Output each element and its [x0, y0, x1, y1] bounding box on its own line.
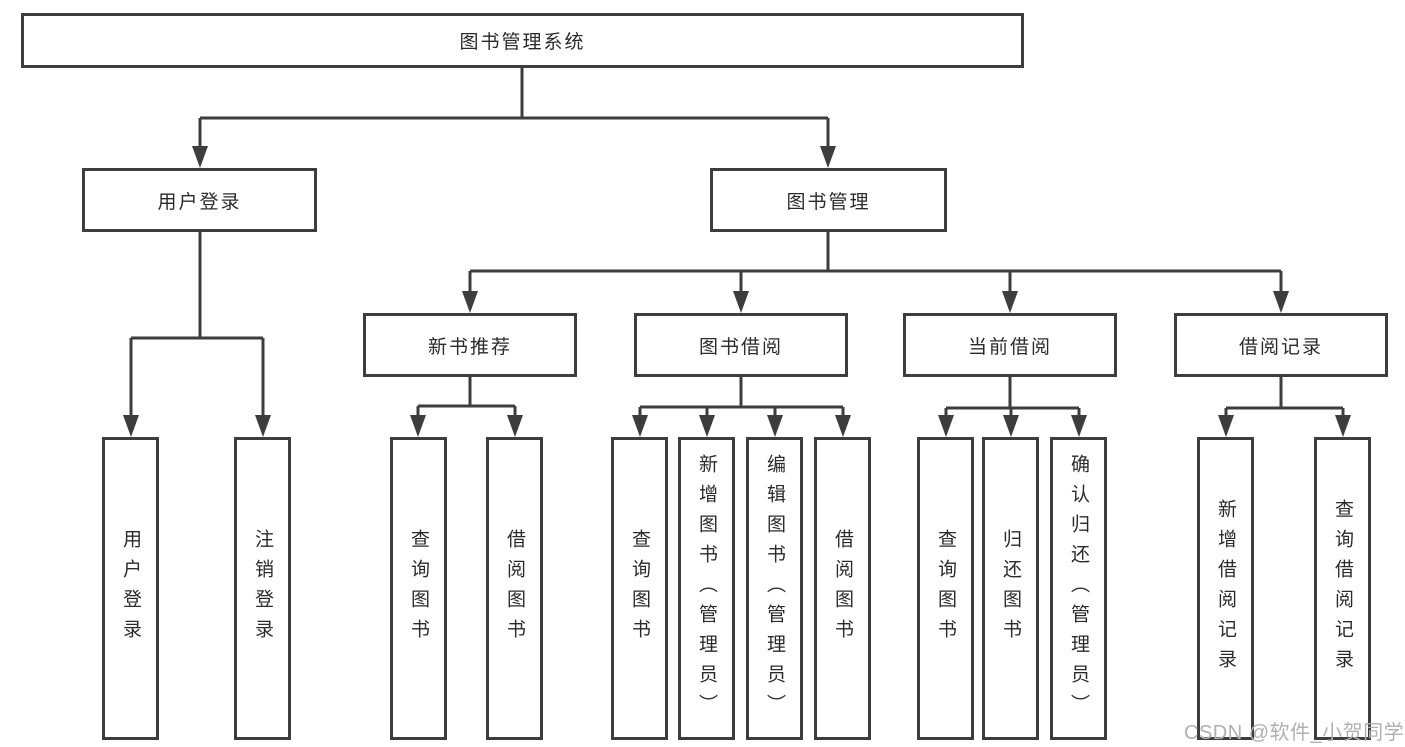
node-label: 查询借阅记录 [1332, 498, 1353, 679]
node-library-system: 图书管理系统 [21, 13, 1024, 68]
node-label: 新增借阅记录 [1215, 498, 1236, 679]
arrowhead-icons [123, 146, 1351, 437]
leaf-user-login: 用户登录 [102, 437, 159, 740]
leaf-edit-books-admin: 编辑图书（管理员） [746, 437, 803, 740]
node-label: 查询图书 [629, 528, 650, 649]
node-new-book-recommendation: 新书推荐 [363, 313, 577, 377]
node-current-borrowing: 当前借阅 [903, 313, 1117, 377]
leaf-return-books: 归还图书 [982, 437, 1039, 740]
leaf-add-books-admin: 新增图书（管理员） [678, 437, 735, 740]
node-book-borrowing: 图书借阅 [634, 313, 848, 377]
connector-lines [129, 68, 1345, 421]
node-label: 图书管理 [786, 191, 871, 213]
node-book-management: 图书管理 [710, 168, 947, 232]
node-label: 借阅图书 [832, 528, 853, 649]
leaf-query-books-current: 查询图书 [917, 437, 974, 740]
node-label: 图书借阅 [698, 336, 783, 358]
node-label: 新书推荐 [427, 336, 512, 358]
node-borrowing-records: 借阅记录 [1174, 313, 1388, 377]
leaf-query-books-borrow: 查询图书 [611, 437, 668, 740]
node-user-login: 用户登录 [82, 168, 317, 232]
node-label: 归还图书 [1000, 528, 1021, 649]
leaf-borrow-books-recommend: 借阅图书 [486, 437, 543, 740]
node-label: 当前借阅 [967, 336, 1052, 358]
leaf-query-books-recommend: 查询图书 [390, 437, 447, 740]
leaf-query-borrow-record: 查询借阅记录 [1314, 437, 1371, 740]
node-label: 编辑图书（管理员） [764, 453, 785, 724]
node-label: 图书管理系统 [459, 32, 586, 53]
node-label: 确认归还（管理员） [1068, 453, 1089, 724]
node-label: 用户登录 [120, 528, 141, 649]
node-label: 查询图书 [408, 528, 429, 649]
node-label: 借阅图书 [504, 528, 525, 649]
node-label: 注销登录 [252, 528, 273, 649]
node-label: 借阅记录 [1238, 336, 1323, 358]
leaf-add-borrow-record: 新增借阅记录 [1197, 437, 1254, 740]
node-label: 新增图书（管理员） [696, 453, 717, 724]
node-label: 用户登录 [157, 191, 242, 213]
leaf-borrow-books: 借阅图书 [814, 437, 871, 740]
csdn-watermark: CSDN @软件_小贺同学 [1184, 722, 1405, 744]
node-label: 查询图书 [935, 528, 956, 649]
leaf-logout: 注销登录 [234, 437, 291, 740]
leaf-confirm-return-admin: 确认归还（管理员） [1050, 437, 1107, 740]
